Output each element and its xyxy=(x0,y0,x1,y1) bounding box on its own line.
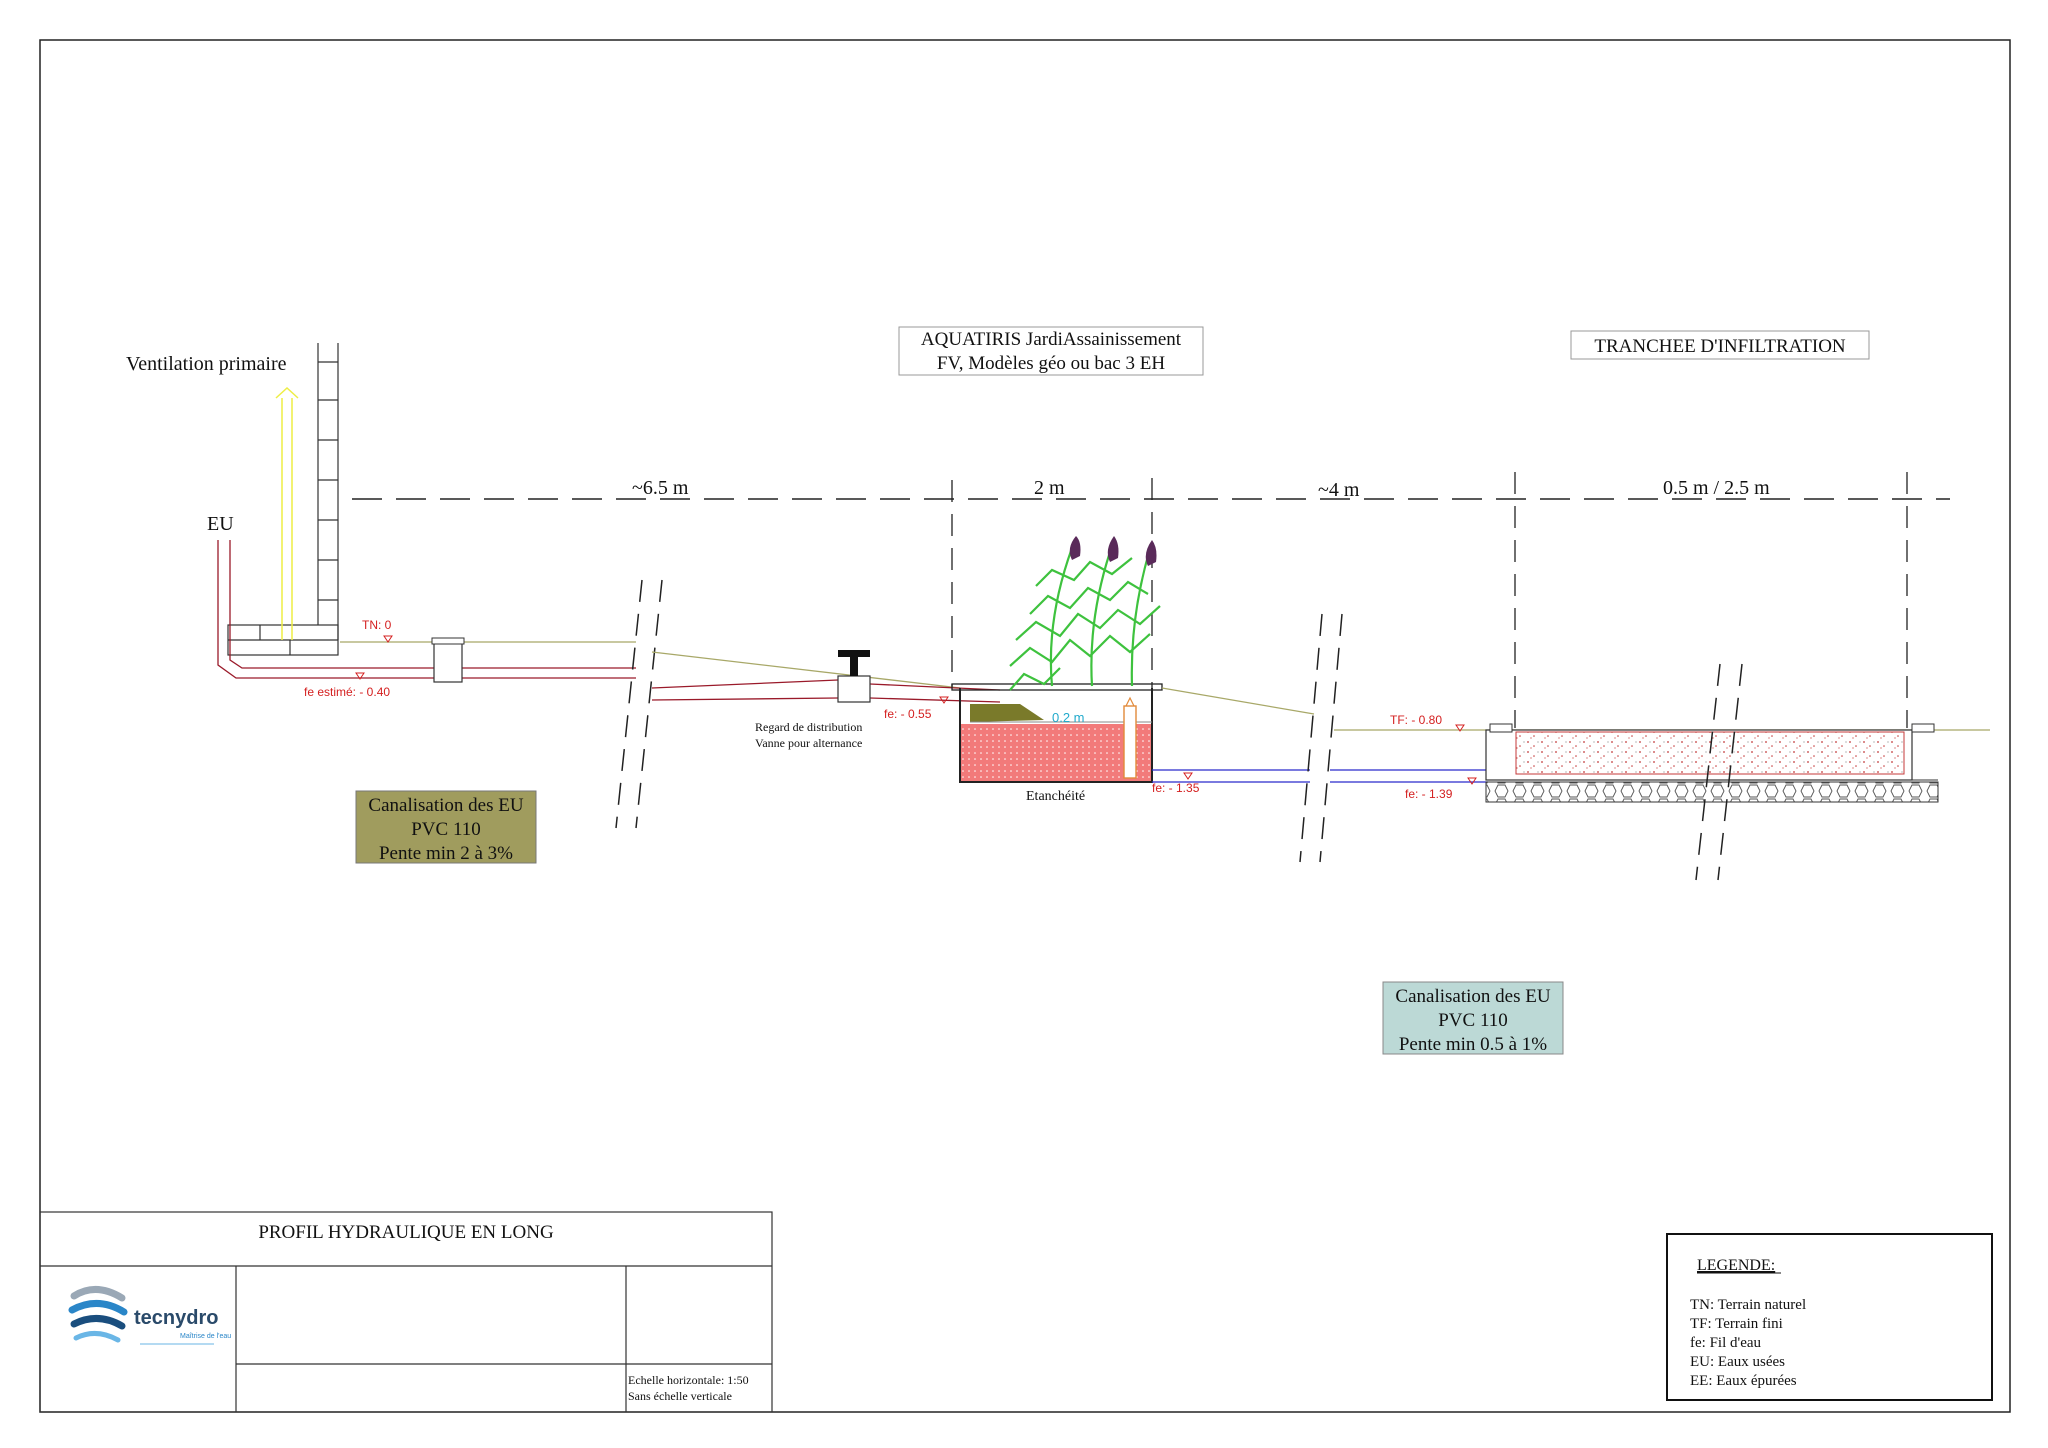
dimension-label-2: 2 m xyxy=(1034,477,1065,499)
aquatiris-title-line2: FV, Modèles géo ou bac 3 EH xyxy=(937,353,1165,374)
legend-item: fe: Fil d'eau xyxy=(1690,1335,1762,1351)
level-fe-135: fe: - 1.35 xyxy=(1152,781,1200,795)
scale-line1: Echelle horizontale: 1:50 xyxy=(628,1373,749,1387)
aquatiris-title-line1: AQUATIRIS JardiAssainissement xyxy=(921,329,1182,350)
level-tf-080: TF: - 0.80 xyxy=(1390,713,1442,727)
logo-tagline: Maîtrise de l'eau xyxy=(180,1333,231,1340)
ground-line-slope xyxy=(651,651,961,689)
callout-right-line1: Canalisation des EU xyxy=(1395,986,1550,1007)
callout-left-line2: PVC 110 xyxy=(411,819,481,840)
etancheite-label: Etanchéité xyxy=(1026,789,1085,804)
level-fe-estime: fe estimé: - 0.40 xyxy=(304,685,390,699)
legend-item: EE: Eaux épurées xyxy=(1690,1373,1797,1389)
inspection-chamber xyxy=(433,641,463,683)
break-line xyxy=(1695,663,1743,881)
callout-left-box xyxy=(355,790,537,864)
title-block xyxy=(39,1211,773,1413)
wave-icon xyxy=(68,1286,128,1343)
eu-inlet-pipe xyxy=(217,540,636,679)
dimension-extension xyxy=(951,472,1908,728)
drawing-title: PROFIL HYDRAULIQUE EN LONG xyxy=(258,1222,554,1243)
scale-line2: Sans échelle verticale xyxy=(628,1389,732,1403)
callout-right-line2: PVC 110 xyxy=(1438,1010,1508,1031)
dimension-label-3: ~4 m xyxy=(1318,479,1360,501)
inlet-pipe-to-filter xyxy=(651,679,1001,703)
reed-plumes xyxy=(1069,536,1157,566)
legend-box xyxy=(1666,1233,1993,1401)
callout-right-box xyxy=(1382,981,1564,1055)
tranchee-title-box xyxy=(1570,330,1870,360)
level-marker xyxy=(939,696,949,704)
level-marker xyxy=(1467,777,1477,785)
ventilation-arrow xyxy=(275,386,299,640)
level-marker xyxy=(1183,772,1193,780)
callout-right-line3: Pente min 0.5 à 1% xyxy=(1399,1034,1547,1055)
tranchee-title: TRANCHEE D'INFILTRATION xyxy=(1594,336,1846,357)
aquatiris-title-box xyxy=(898,326,1204,376)
ventilation-label: Ventilation primaire xyxy=(126,353,287,375)
callout-left-line1: Canalisation des EU xyxy=(368,795,523,816)
legend-title: LEGENDE: xyxy=(1697,1257,1775,1274)
distribution-box xyxy=(837,650,871,703)
eu-label: EU xyxy=(207,513,234,535)
level-fe-055: fe: - 0.55 xyxy=(884,707,932,721)
ground-line-right-slope xyxy=(1161,687,1315,715)
regard-label-line1: Regard de distribution xyxy=(755,720,862,734)
legend-item: EU: Eaux usées xyxy=(1690,1354,1785,1370)
treated-outlet-pipe xyxy=(1152,769,1488,783)
break-line xyxy=(615,579,663,829)
reed-plants xyxy=(1009,547,1161,691)
filter-basin xyxy=(951,683,1163,783)
regard-label-line2: Vanne pour alternance xyxy=(755,736,862,750)
level-tn: TN: 0 xyxy=(362,618,392,632)
level-fe-139: fe: - 1.39 xyxy=(1405,787,1453,801)
level-marker xyxy=(383,635,393,643)
drawing-frame xyxy=(39,39,2011,1413)
dimension-label-4: 0.5 m / 2.5 m xyxy=(1663,477,1770,499)
inspection-chamber-lid xyxy=(431,637,465,645)
dimension-label-1: ~6.5 m xyxy=(632,477,689,499)
break-line xyxy=(1299,613,1343,863)
tecnydro-logo: tecnydro Maîtrise de l'eau xyxy=(68,1286,231,1345)
legend-item: TN: Terrain naturel xyxy=(1690,1297,1806,1313)
callout-left-line3: Pente min 2 à 3% xyxy=(379,843,513,864)
level-marker xyxy=(355,672,365,680)
legend-item: TF: Terrain fini xyxy=(1690,1316,1783,1332)
logo-wordmark: tecnydro xyxy=(134,1307,218,1329)
gravel-depth-label: 0.2 m xyxy=(1052,710,1085,725)
level-marker xyxy=(1455,724,1465,732)
house-wall xyxy=(227,343,339,656)
